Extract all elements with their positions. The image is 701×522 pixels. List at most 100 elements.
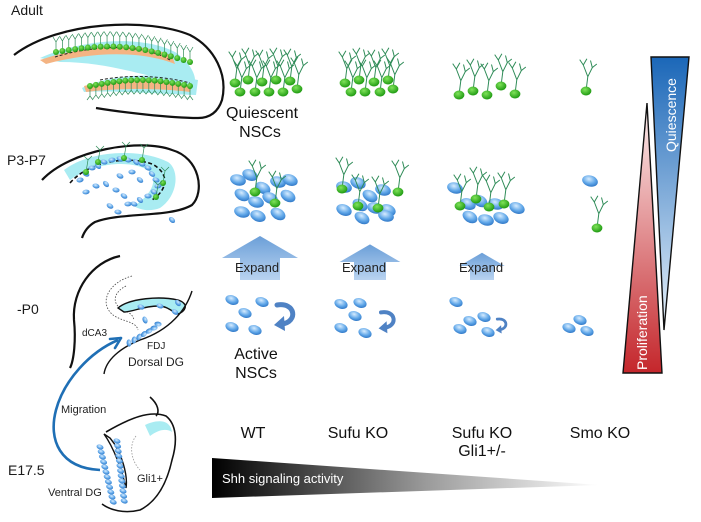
cell-body bbox=[498, 199, 510, 209]
small-active-nsc bbox=[96, 444, 104, 450]
dendrite bbox=[358, 59, 377, 93]
small-quiescent-nsc bbox=[84, 44, 91, 51]
small-quiescent-nsc bbox=[91, 44, 98, 51]
small-active-nsc bbox=[128, 169, 136, 175]
quiescent-nsc bbox=[233, 59, 252, 97]
quiescent-nsc bbox=[579, 58, 598, 96]
cell-body bbox=[509, 89, 521, 99]
active-nsc bbox=[282, 174, 298, 186]
quiescent-nsc bbox=[373, 59, 392, 97]
label-gli1-plus: Gli1+ bbox=[137, 473, 163, 485]
quiescent-nsc bbox=[352, 47, 371, 85]
dendrite bbox=[466, 58, 485, 92]
self-renewal-arrow bbox=[274, 302, 296, 327]
active-nsc bbox=[348, 311, 362, 321]
dendrite bbox=[494, 53, 513, 87]
active-nsc bbox=[463, 316, 477, 326]
quiescent-nsc bbox=[269, 47, 288, 85]
cell-body bbox=[242, 75, 254, 85]
active-nsc bbox=[453, 324, 467, 334]
active-nsc bbox=[255, 297, 269, 307]
dendrite bbox=[579, 58, 598, 92]
quiescent-nsc bbox=[248, 159, 267, 197]
cell-body bbox=[387, 84, 399, 94]
cell-body bbox=[284, 76, 296, 86]
active-nsc bbox=[250, 210, 266, 222]
dendrite bbox=[367, 49, 386, 83]
small-quiescent-nsc bbox=[163, 78, 170, 85]
small-quiescent-nsc bbox=[139, 77, 146, 84]
small-active-nsc bbox=[92, 183, 100, 189]
small-quiescent-nsc bbox=[153, 194, 159, 200]
active-nsc bbox=[230, 174, 246, 186]
self-renewal-arrowhead bbox=[495, 325, 502, 334]
quiescent-nsc bbox=[262, 59, 281, 97]
quiescent-nsc bbox=[508, 61, 527, 99]
dendrite bbox=[255, 49, 274, 83]
quiescence-label: Quiescence bbox=[663, 78, 679, 152]
quiescent-label-line1: Quiescent bbox=[226, 105, 299, 122]
small-active-nsc bbox=[102, 469, 110, 475]
stage-label-adult: Adult bbox=[11, 2, 43, 18]
self-renewal-arrowhead bbox=[378, 321, 388, 334]
small-active-nsc bbox=[150, 325, 158, 331]
active-nsc bbox=[362, 189, 378, 203]
small-quiescent-nsc bbox=[53, 49, 59, 55]
active-nsc bbox=[582, 175, 598, 187]
p3-p7-dentate-gyrus bbox=[41, 141, 200, 239]
adult-dentate-gyrus bbox=[13, 23, 225, 120]
small-quiescent-nsc bbox=[167, 53, 174, 60]
cell-body bbox=[256, 77, 268, 87]
active-label-line2: NSCs bbox=[235, 365, 277, 382]
active-nscs-label: Active NSCs bbox=[226, 345, 286, 383]
small-quiescent-nsc bbox=[181, 81, 188, 88]
cell-body bbox=[353, 75, 365, 85]
small-active-nsc bbox=[120, 493, 128, 499]
quiescent-nsc bbox=[358, 59, 377, 97]
small-active-nsc bbox=[138, 161, 146, 167]
small-active-nsc bbox=[137, 304, 145, 310]
quiescent-nsc bbox=[590, 195, 609, 233]
cell-body bbox=[453, 90, 465, 100]
active-nsc bbox=[353, 298, 367, 308]
proliferation-wedge bbox=[622, 102, 663, 374]
active-nsc bbox=[481, 327, 495, 337]
small-active-nsc bbox=[116, 463, 124, 469]
small-active-nsc bbox=[142, 316, 148, 324]
quiescent-nsc bbox=[452, 62, 471, 100]
active-nsc bbox=[580, 326, 594, 336]
dendrite bbox=[469, 166, 488, 200]
active-nsc bbox=[358, 328, 372, 338]
active-nsc bbox=[354, 211, 370, 225]
small-active-nsc bbox=[156, 303, 164, 309]
small-active-nsc bbox=[124, 201, 132, 207]
active-nsc bbox=[378, 210, 394, 222]
dendrite bbox=[508, 61, 527, 95]
genotype-sufu-ko-gli1: Sufu KO Gli1+/- bbox=[442, 425, 522, 461]
dendrite bbox=[335, 156, 354, 190]
quiescent-nsc bbox=[497, 171, 516, 209]
quiescent-nsc bbox=[482, 174, 501, 212]
small-active-nsc bbox=[136, 197, 144, 203]
small-quiescent-nsc bbox=[72, 46, 79, 53]
small-active-nsc bbox=[136, 177, 144, 183]
genotype-sufu-ko-gli1-line2: Gli1+/- bbox=[458, 443, 506, 460]
small-active-nsc bbox=[130, 201, 138, 207]
small-active-nsc bbox=[154, 321, 162, 327]
small-quiescent-nsc bbox=[160, 180, 166, 186]
quiescent-nsc bbox=[228, 50, 247, 88]
dendrite bbox=[497, 171, 516, 205]
active-nsc bbox=[334, 323, 348, 333]
small-quiescent-nsc bbox=[65, 47, 72, 54]
cell-body bbox=[495, 81, 507, 91]
label-migration: Migration bbox=[61, 404, 107, 416]
dendrite bbox=[233, 59, 252, 93]
active-nsc bbox=[562, 323, 576, 333]
quiescent-nsc bbox=[268, 170, 287, 208]
active-nsc bbox=[225, 322, 239, 332]
p3-p7-mixed-row bbox=[230, 156, 609, 233]
dendrite bbox=[371, 175, 390, 209]
small-quiescent-nsc bbox=[98, 80, 105, 87]
cell-body bbox=[269, 198, 281, 208]
